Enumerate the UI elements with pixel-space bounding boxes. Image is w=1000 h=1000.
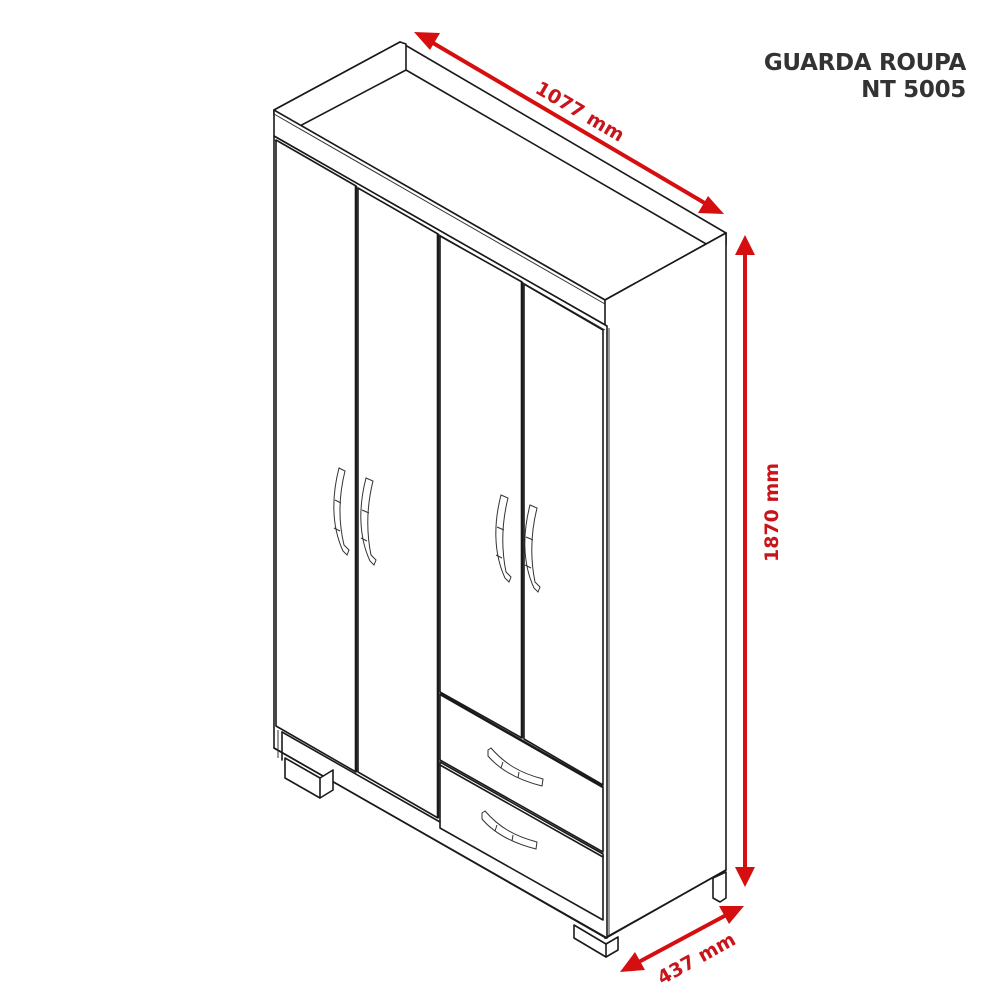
door-handle-1[interactable] bbox=[333, 467, 350, 556]
door-1[interactable] bbox=[275, 139, 358, 773]
product-title-line1: GUARDA ROUPA bbox=[763, 50, 966, 76]
door-4[interactable] bbox=[523, 283, 604, 786]
door-handle-4[interactable] bbox=[524, 504, 541, 593]
product-model: NT 5005 bbox=[861, 77, 966, 103]
arrow-head-icon bbox=[698, 196, 724, 214]
arrow-head-icon bbox=[735, 235, 755, 255]
door-3[interactable] bbox=[439, 235, 524, 739]
product-title: GUARDA ROUPA NT 5005 bbox=[764, 50, 966, 104]
foot-front-right bbox=[573, 924, 619, 958]
arrow-head-icon bbox=[719, 906, 744, 924]
depth-label: 437 mm bbox=[654, 928, 740, 989]
foot-front-left bbox=[284, 757, 334, 799]
drawer-handle-2[interactable] bbox=[481, 810, 538, 850]
foot-back-right bbox=[712, 871, 727, 903]
door-2[interactable] bbox=[357, 187, 440, 819]
dimension-height: 1870 mm bbox=[735, 235, 783, 887]
height-label: 1870 mm bbox=[761, 463, 783, 562]
arrow-head-icon bbox=[735, 867, 755, 887]
wardrobe-side-panel bbox=[604, 232, 727, 939]
arrow-head-icon bbox=[414, 32, 440, 50]
arrow-head-icon bbox=[620, 952, 645, 972]
door-handle-3[interactable] bbox=[495, 494, 512, 583]
drawer-handle-1[interactable] bbox=[487, 747, 544, 787]
door-handle-2[interactable] bbox=[360, 477, 377, 566]
